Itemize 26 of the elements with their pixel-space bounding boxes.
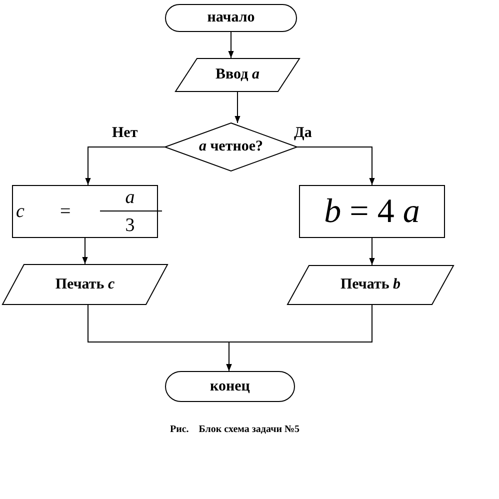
edge-label: Да [292, 125, 314, 142]
arrow [85, 146, 166, 186]
terminal-box [165, 371, 295, 402]
arrow [369, 238, 375, 266]
node-label: конец [209, 378, 251, 395]
node-label: a четное? [198, 138, 264, 156]
io-parallelogram [2, 264, 168, 305]
formula-text: b = 4 a [323, 192, 421, 230]
formula-text: 3 [124, 215, 136, 237]
terminal-box [165, 4, 297, 32]
io-parallelogram [287, 265, 454, 305]
arrow [234, 92, 240, 124]
node-label: Печать b [339, 276, 402, 294]
process-box [299, 185, 445, 238]
arrow [82, 238, 88, 264]
io-parallelogram [175, 58, 300, 92]
formula-text: = [60, 201, 71, 223]
arrow [226, 304, 372, 372]
node-label: Ввод a [214, 66, 260, 84]
formula-text: a [124, 187, 136, 209]
arrow [228, 32, 234, 58]
node-label: Печать c [54, 276, 116, 293]
arrow [296, 146, 375, 186]
node-label: начало [206, 10, 256, 26]
formula-text: c [16, 201, 24, 223]
figure-caption: Рис. Блок схема задачи №5 [170, 424, 300, 435]
